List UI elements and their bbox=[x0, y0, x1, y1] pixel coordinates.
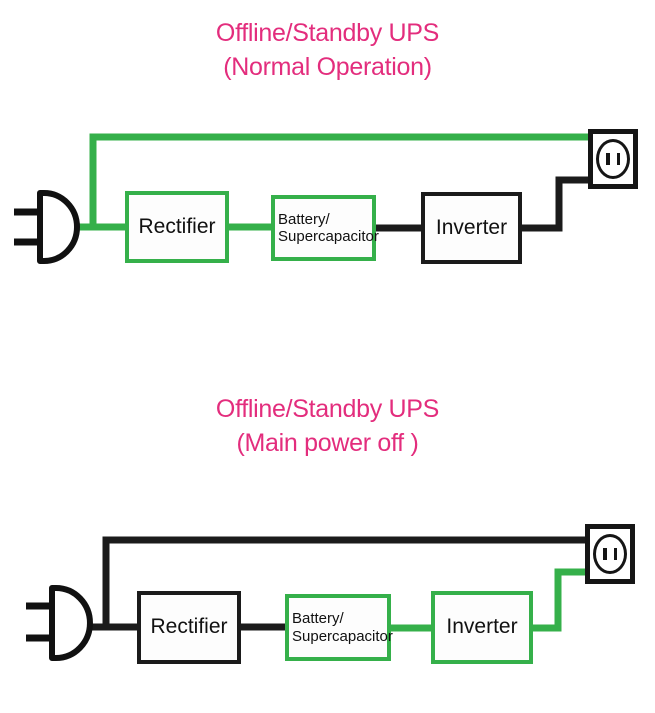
d2-power-outlet-icon[interactable] bbox=[585, 524, 635, 584]
diagram-2-title-line2: (Main power off ) bbox=[236, 429, 419, 457]
d1-outlet-face bbox=[596, 139, 630, 179]
d1-outlet-slot-right bbox=[616, 153, 620, 165]
d1-block-inverter-label: Inverter bbox=[435, 215, 508, 239]
d1-block-battery-label: Battery/ Supercapacitor bbox=[268, 211, 379, 246]
d1-block-battery-label-line2: Supercapacitor bbox=[278, 228, 379, 245]
d2-outlet-slot-left bbox=[603, 548, 607, 560]
d1-power-outlet-icon[interactable] bbox=[588, 129, 638, 189]
d2-block-battery-label-line2: Supercapacitor bbox=[292, 627, 393, 645]
d2-block-rectifier-label: Rectifier bbox=[150, 615, 228, 639]
d2-outlet-slot-right bbox=[613, 548, 617, 560]
diagram-1-title-line1: Offline/Standby UPS bbox=[215, 19, 440, 47]
d2-block-battery-label: Battery/ Supercapacitor bbox=[282, 610, 394, 645]
diagram-1-title: Offline/Standby UPS (Normal Operation) bbox=[0, 16, 655, 84]
diagram-2-title: Offline/Standby UPS (Main power off ) bbox=[0, 392, 655, 460]
d1-block-rectifier[interactable]: Rectifier bbox=[125, 191, 229, 263]
d1-block-battery-label-line1: Battery/ bbox=[278, 210, 330, 228]
d1-wire-bypass-top-line bbox=[89, 133, 594, 227]
d2-outlet-face bbox=[593, 534, 627, 574]
d2-block-battery-label-line1: Battery/ bbox=[292, 610, 344, 628]
d1-block-rectifier-label: Rectifier bbox=[138, 214, 216, 238]
d1-outlet-slot-left bbox=[606, 153, 610, 165]
d2-power-plug-icon bbox=[49, 585, 93, 661]
d1-block-inverter[interactable]: Inverter bbox=[421, 192, 522, 264]
d2-wire-bypass-top-line bbox=[102, 536, 590, 627]
d1-block-battery[interactable]: Battery/ Supercapacitor bbox=[268, 195, 379, 261]
d2-block-battery[interactable]: Battery/ Supercapacitor bbox=[282, 594, 394, 661]
d1-wire-inverter-to-outlet bbox=[519, 176, 592, 232]
d2-block-rectifier[interactable]: Rectifier bbox=[137, 591, 241, 664]
d2-block-inverter-label: Inverter bbox=[446, 615, 518, 639]
diagram-2-title-line1: Offline/Standby UPS bbox=[215, 395, 440, 423]
d2-wire-inverter-to-outlet bbox=[531, 568, 589, 632]
diagram-1-title-line2: (Normal Operation) bbox=[223, 53, 432, 81]
d2-block-inverter[interactable]: Inverter bbox=[431, 591, 533, 664]
d1-power-plug-icon bbox=[37, 190, 80, 264]
